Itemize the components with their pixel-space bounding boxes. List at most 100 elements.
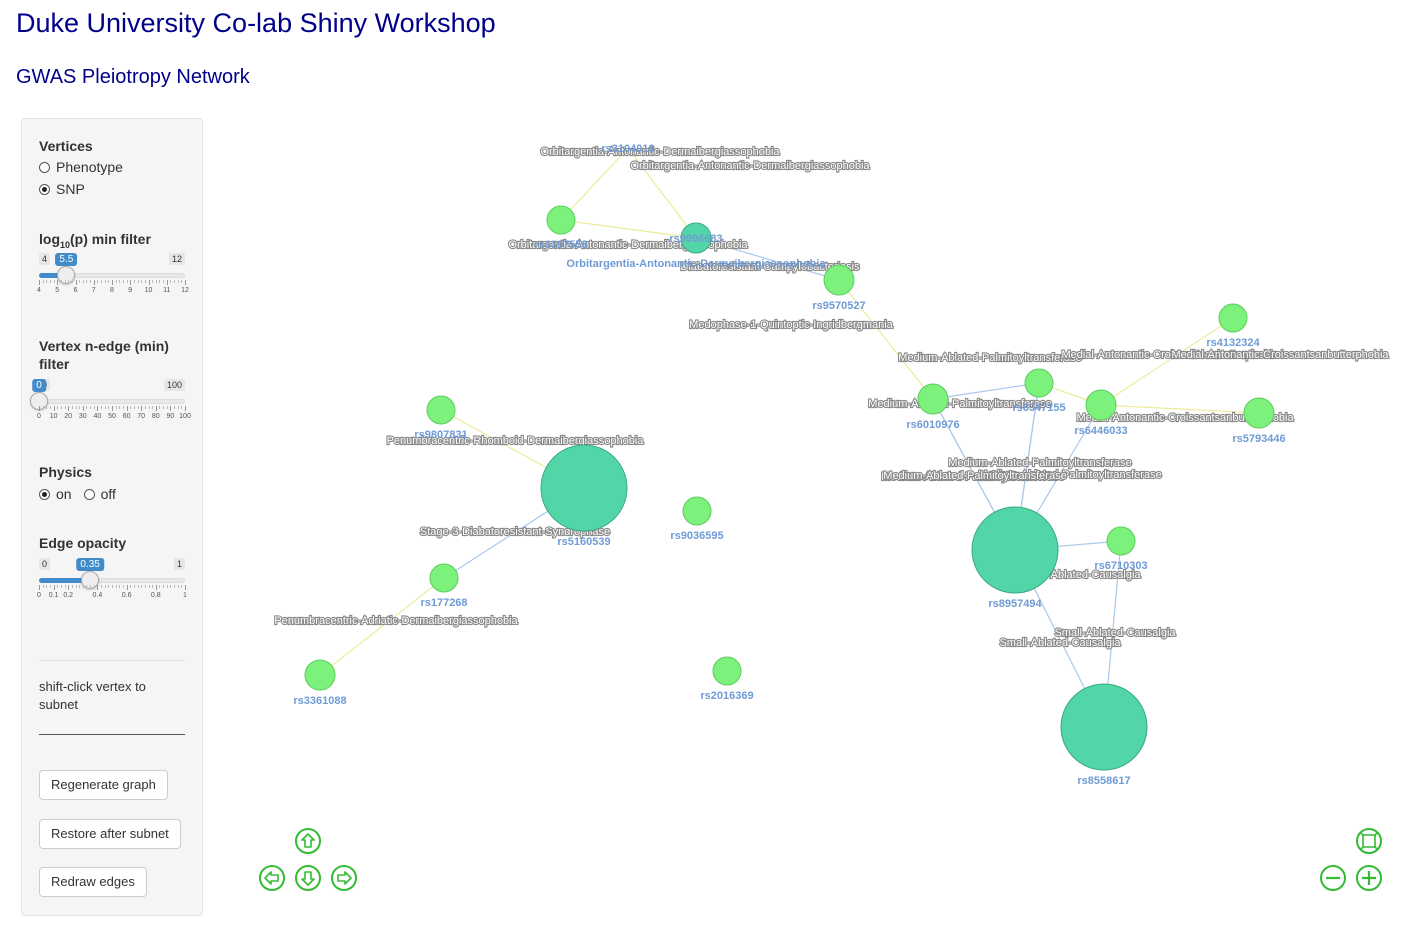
slider-minor-tick bbox=[144, 406, 146, 409]
nav-button-ring[interactable] bbox=[331, 865, 357, 891]
node-circle[interactable] bbox=[429, 563, 459, 593]
zoom-out-button[interactable] bbox=[1320, 865, 1346, 891]
physics-option-on[interactable]: on bbox=[39, 483, 72, 505]
slider-tick-label: 10 bbox=[144, 287, 153, 294]
network-edge[interactable] bbox=[560, 147, 629, 221]
snp-node[interactable]: rs3361088 bbox=[293, 659, 347, 707]
restore-after-subnet-button[interactable]: Restore after subnet bbox=[39, 819, 181, 849]
slider-tick-label: 0 bbox=[37, 413, 41, 420]
slider-minor-tick bbox=[108, 406, 110, 409]
slider-minor-tick bbox=[115, 406, 117, 409]
radio-physics-on[interactable] bbox=[39, 488, 50, 500]
snp-node[interactable]: rs6710303 bbox=[1094, 526, 1148, 572]
slider-minor-tick bbox=[174, 406, 176, 409]
radio-snp[interactable] bbox=[39, 183, 50, 195]
node-circle[interactable] bbox=[1106, 526, 1136, 556]
node-circle[interactable] bbox=[917, 383, 949, 415]
node-circle[interactable] bbox=[680, 222, 712, 254]
snp-node[interactable]: rs6397553 bbox=[534, 205, 588, 251]
radio-physics-off[interactable] bbox=[83, 488, 95, 500]
snp-node[interactable]: rs6347155 bbox=[1012, 368, 1066, 414]
snp-node[interactable]: rs9996683 bbox=[669, 233, 722, 245]
slider-track[interactable] bbox=[39, 399, 185, 404]
network-edge[interactable] bbox=[627, 147, 697, 239]
network-edge[interactable] bbox=[838, 279, 934, 400]
edge-label: Small-Ablated-Causalgia bbox=[1054, 627, 1176, 639]
edge-label: Penumbracentric-Adriatic-Dermaibergiasso… bbox=[274, 615, 518, 627]
snp-node[interactable]: rs6010976 bbox=[906, 383, 960, 431]
snp-node[interactable]: rs5793446 bbox=[1232, 397, 1286, 445]
node-circle[interactable] bbox=[682, 496, 712, 526]
network-edge[interactable] bbox=[319, 577, 445, 676]
node-circle[interactable] bbox=[1243, 397, 1275, 429]
phenotype-node[interactable]: rs8957494 bbox=[971, 506, 1059, 610]
redraw-edges-button[interactable]: Redraw edges bbox=[39, 867, 147, 897]
slider-minor-tick bbox=[122, 280, 124, 283]
node-circle[interactable] bbox=[1024, 368, 1054, 398]
slider-min-label: 0 bbox=[39, 558, 51, 570]
pan-up-button[interactable] bbox=[295, 828, 321, 854]
phenotype-node[interactable]: rs8558617 bbox=[1060, 683, 1148, 787]
snp-node[interactable]: rs9570527 bbox=[812, 264, 866, 312]
slider-minor-tick bbox=[170, 280, 172, 283]
node-circle[interactable] bbox=[1060, 683, 1148, 771]
phenotype-node[interactable]: Orbitargentia-Antonantic-Dermaibergiasso… bbox=[566, 222, 826, 270]
nedge-slider[interactable]: 010000102030405060708090100 bbox=[30, 379, 191, 429]
radio-phenotype[interactable] bbox=[39, 161, 50, 173]
node-circle[interactable] bbox=[823, 264, 855, 296]
network-edge[interactable] bbox=[1100, 404, 1260, 414]
slider-major-tick bbox=[93, 280, 95, 285]
snp-node[interactable]: rs3104010 bbox=[601, 143, 654, 155]
slider-handle[interactable] bbox=[57, 266, 76, 284]
node-circle[interactable] bbox=[971, 506, 1059, 594]
zoom-in-button[interactable] bbox=[1356, 865, 1382, 891]
slider-handle[interactable] bbox=[81, 571, 100, 589]
fit-view-button[interactable] bbox=[1356, 828, 1382, 854]
snp-node[interactable]: rs9807831 bbox=[414, 395, 468, 441]
nav-button-ring[interactable] bbox=[1356, 828, 1382, 854]
network-edge[interactable] bbox=[932, 382, 1040, 400]
pan-left-button[interactable] bbox=[259, 865, 285, 891]
node-circle[interactable] bbox=[1218, 303, 1248, 333]
slider-value-bubble: 0.35 bbox=[76, 558, 104, 571]
node-circle[interactable] bbox=[712, 656, 742, 686]
slider-minor-tick bbox=[104, 406, 106, 409]
vertices-option-phenotype[interactable]: Phenotype bbox=[39, 156, 123, 178]
slider-tick-label: 0.6 bbox=[121, 592, 132, 599]
snp-node[interactable]: rs2016369 bbox=[700, 656, 754, 702]
network-canvas[interactable]: Orbitargentia-Antonantic-Dermaibergiasso… bbox=[210, 118, 1406, 918]
phenotype-node[interactable]: rs5160539 bbox=[540, 444, 628, 548]
snp-node[interactable]: rs177268 bbox=[420, 563, 468, 609]
network-edge[interactable] bbox=[560, 219, 697, 239]
slider-minor-tick bbox=[64, 406, 66, 409]
vertices-option-snp[interactable]: SNP bbox=[39, 178, 123, 200]
slider-major-tick bbox=[82, 406, 84, 411]
snp-node[interactable]: rs4132324 bbox=[1206, 303, 1260, 349]
slider-minor-tick bbox=[71, 585, 73, 588]
nav-button-ring[interactable] bbox=[295, 865, 321, 891]
divider bbox=[39, 660, 185, 661]
node-circle[interactable] bbox=[546, 205, 576, 235]
network-edge[interactable] bbox=[695, 237, 840, 281]
slider-minor-tick bbox=[170, 585, 172, 588]
physics-option-off[interactable]: off bbox=[83, 483, 116, 505]
node-circle[interactable] bbox=[1085, 389, 1117, 421]
snp-node[interactable]: rs9036595 bbox=[670, 496, 724, 542]
node-circle[interactable] bbox=[304, 659, 336, 691]
regenerate-graph-button[interactable]: Regenerate graph bbox=[39, 770, 168, 800]
slider-minor-tick bbox=[152, 585, 154, 588]
pan-right-button[interactable] bbox=[331, 865, 357, 891]
slider-major-tick bbox=[185, 406, 186, 411]
snp-node[interactable]: rs6446033 bbox=[1074, 389, 1128, 437]
nav-button-ring[interactable] bbox=[295, 828, 321, 854]
network-edge[interactable] bbox=[1100, 317, 1234, 406]
nav-button-ring[interactable] bbox=[259, 865, 285, 891]
slider-tick-label: 0.8 bbox=[150, 592, 161, 599]
node-circle[interactable] bbox=[426, 395, 456, 425]
node-circle[interactable] bbox=[540, 444, 628, 532]
slider-minor-tick bbox=[46, 585, 48, 588]
pan-down-button[interactable] bbox=[295, 865, 321, 891]
slider-min-label: 4 bbox=[39, 253, 51, 265]
